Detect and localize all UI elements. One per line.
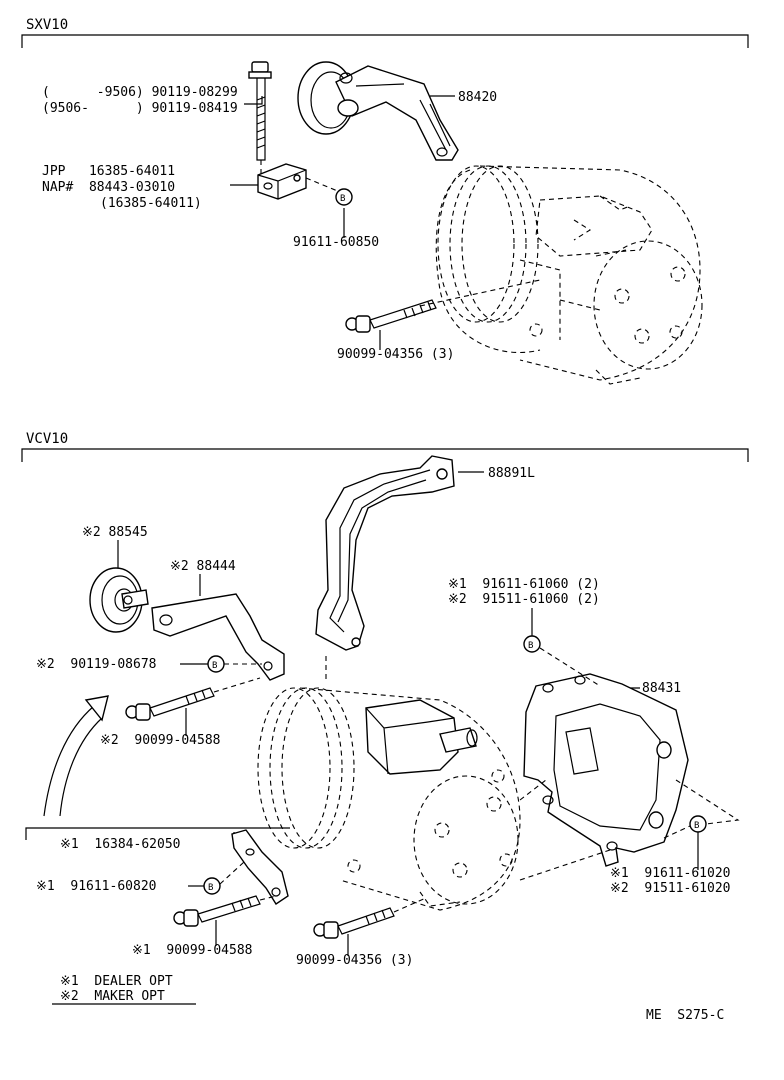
label-88444: ※2 88444 — [170, 559, 236, 574]
label-88891l: 88891L — [488, 466, 535, 481]
label-88431: 88431 — [642, 681, 681, 696]
label-91611-61060: ※1 91611-61060 (2) — [448, 577, 600, 592]
idler-pulley-88545-icon — [89, 567, 149, 633]
label-nap-alt: (16385-64011) — [100, 196, 202, 211]
bolt-90099-04356-b-icon — [313, 907, 395, 939]
section-sxv10: SXV10 ( -9506) 90119-08299 (9506- ) 9011… — [21, 17, 749, 385]
long-bolt-icon — [248, 61, 272, 161]
short-bolt-icon — [345, 299, 437, 333]
section-bracket-sxv10 — [21, 34, 749, 48]
label-91611-60850: 91611-60850 — [293, 235, 379, 250]
legend-dealer-opt: ※1 DEALER OPT — [60, 974, 173, 989]
idler-pulley-bracket-icon — [297, 61, 459, 161]
label-91511-61060: ※2 91511-61060 (2) — [448, 592, 600, 607]
bracket-16384-62050-icon — [231, 829, 289, 905]
bracket-88891l-icon — [315, 455, 455, 651]
section-vcv10: VCV10 88891L ※2 88545 ※2 88444 ※1 91611-… — [21, 431, 749, 1023]
washer-b-91611-60820-icon: B — [203, 877, 221, 895]
svg-text:B: B — [340, 194, 345, 204]
spacer-block-icon — [257, 163, 307, 200]
ac-compressor-icon — [435, 165, 703, 385]
washer-b-90119-08678-icon: B — [207, 655, 225, 673]
section-title-sxv10: SXV10 — [26, 17, 68, 33]
reference-code: ME S275-C — [646, 1008, 724, 1023]
label-91511-61020: ※2 91511-61020 — [610, 881, 730, 896]
label-90119-08678: ※2 90119-08678 — [36, 657, 156, 672]
washer-b-91611-61060-icon: B — [523, 635, 541, 653]
label-90099-04588-a: ※2 90099-04588 — [100, 733, 220, 748]
washer-b-icon: B — [335, 188, 353, 206]
section-title-vcv10: VCV10 — [26, 431, 68, 447]
label-jpp: JPP 16385-64011 — [42, 164, 175, 179]
label-bolt-range-1: ( -9506) 90119-08299 — [42, 85, 238, 100]
washer-b-91611-61020-icon: B — [689, 815, 707, 833]
section-bracket-vcv10 — [21, 448, 749, 462]
bolt-90099-04588-b-icon — [173, 895, 261, 927]
label-88545: ※2 88545 — [82, 525, 148, 540]
svg-text:B: B — [694, 821, 699, 831]
label-91611-61020: ※1 91611-61020 — [610, 866, 730, 881]
label-90099-04356-b: 90099-04356 (3) — [296, 953, 413, 968]
label-88420: 88420 — [458, 90, 497, 105]
svg-text:B: B — [212, 661, 217, 671]
bracket-88444-icon — [151, 593, 285, 681]
curved-arrow-icon — [43, 695, 109, 817]
bolt-90099-04588-a-icon — [125, 687, 215, 721]
svg-text:B: B — [528, 641, 533, 651]
compressor-valve-head-icon — [365, 699, 478, 775]
label-91611-60820: ※1 91611-60820 — [36, 879, 156, 894]
svg-text:B: B — [208, 883, 213, 893]
label-bolt-range-2: (9506- ) 90119-08419 — [42, 101, 238, 116]
label-16384-62050: ※1 16384-62050 — [60, 837, 180, 852]
ac-compressor-vcv10-icon — [257, 687, 521, 911]
label-90099-04588-b: ※1 90099-04588 — [132, 943, 252, 958]
bracket-88431-icon — [523, 673, 689, 867]
label-90099-04356-a: 90099-04356 (3) — [337, 347, 454, 362]
label-nap: NAP# 88443-03010 — [42, 180, 175, 195]
legend-maker-opt: ※2 MAKER OPT — [60, 989, 165, 1004]
